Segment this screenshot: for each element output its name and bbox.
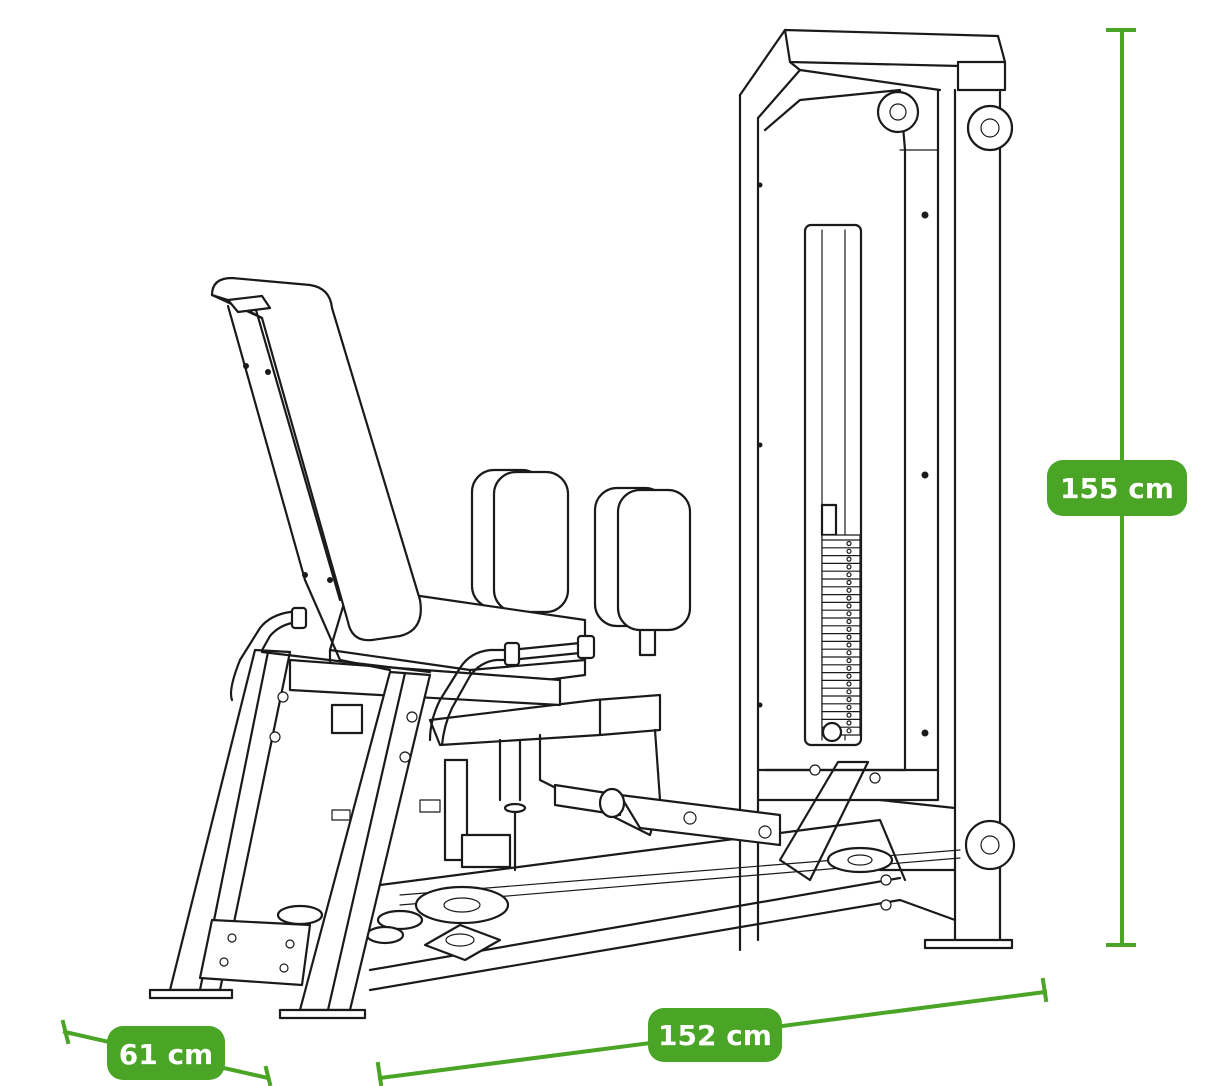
weight-pin-hole (846, 540, 852, 547)
weight-pin-hole (846, 657, 852, 664)
weight-stack-tower (738, 28, 1016, 952)
weight-pin-hole (846, 579, 852, 586)
length-label-pill (648, 1008, 782, 1062)
lower-pulley (964, 819, 1016, 871)
height-label: 155 cm (1060, 472, 1174, 505)
weight-pin-hole (846, 650, 852, 656)
weight-pin-hole (846, 689, 852, 695)
top-pulley-left (876, 90, 920, 134)
front-leg-left (148, 648, 292, 1000)
weight-pin-hole (846, 572, 852, 578)
weight-pin-hole (846, 681, 852, 687)
right-handle (428, 634, 596, 747)
front-base-plate (198, 918, 312, 987)
depth-dimension: 61 cm (60, 1019, 273, 1086)
weight-pin-hole (846, 696, 852, 703)
height-dimension: 155 cm (1047, 28, 1187, 947)
weight-pin-hole (846, 603, 852, 609)
weight-pin-hole (846, 618, 852, 625)
leg-pad-right (593, 486, 692, 657)
weight-pin-hole (846, 673, 852, 679)
weight-pin-hole (846, 665, 852, 671)
depth-label-pill (107, 1026, 225, 1080)
weight-pin-hole (846, 642, 852, 648)
base-frame (276, 758, 961, 992)
weight-pin-hole (846, 626, 852, 632)
weight-pin-hole (846, 704, 852, 710)
floor-pulley-center (414, 885, 510, 925)
length-dimension: 152 cm (375, 977, 1049, 1086)
weight-pin-hole (846, 634, 852, 640)
height-label-pill (1047, 460, 1187, 516)
weight-pin-hole (846, 720, 852, 726)
length-label: 152 cm (658, 1019, 772, 1052)
backrest (210, 276, 422, 672)
weight-pin-hole (846, 548, 852, 554)
weight-pin-hole (846, 611, 852, 617)
weight-pin-hole (846, 595, 852, 601)
top-pulley-right (966, 104, 1014, 152)
weight-pin-hole (846, 564, 852, 570)
weight-pin-hole (846, 712, 852, 718)
weight-pin-hole (846, 556, 852, 562)
weight-plates (821, 534, 861, 736)
floor-pulley-left (276, 904, 424, 945)
depth-label: 61 cm (119, 1038, 214, 1071)
weight-pin-hole (846, 728, 852, 734)
movement-arm (428, 693, 782, 847)
front-leg-right (278, 670, 432, 1020)
leg-pad-left (470, 468, 570, 642)
floor-pulley-right (826, 846, 894, 874)
weight-pin-hole (846, 587, 852, 593)
